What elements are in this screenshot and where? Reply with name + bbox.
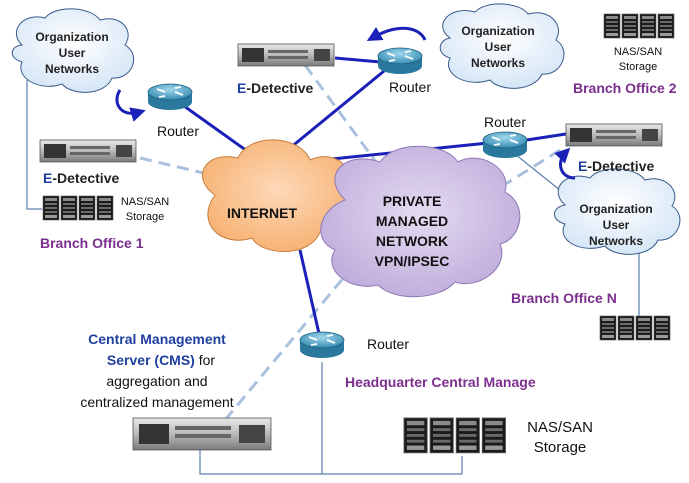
branch1-storage-line2: Storage [126,211,165,223]
branch2-office-label: Branch Office 2 [573,80,677,96]
branchN-edetective-prefix: E [578,158,587,174]
cms-line3: aggregation and [106,373,207,389]
branch2-edetective-rest: -Detective [246,80,313,96]
branch2-storage-rack-icon [603,13,675,39]
branch1-router-icon [147,83,193,111]
branch2-org-line1: Organization [461,24,534,38]
cms-line2-rest: for [195,352,216,368]
internet-cloud: INTERNET [202,139,355,252]
dashed-link-cms-private [223,269,352,421]
branchN-org-line2: User [603,218,630,232]
branchN-office-label: Branch Office N [511,290,617,306]
cms-line4: centralized management [80,394,233,410]
branch1-storage-rack-icon [42,195,114,221]
branch2-storage-line2: Storage [619,61,658,73]
internet-label: INTERNET [227,205,297,221]
link-routerN-org [509,149,567,196]
branch2-org-line2: User [485,40,512,54]
branch1-storage-line1: NAS/SAN [121,196,169,208]
branchN-edetective-rest: -Detective [587,158,654,174]
branchN-loop-arrow-icon [554,147,576,180]
hq-router-icon [299,331,345,359]
branch1-loop-arrow-icon [115,89,146,122]
private-network-cloud: PRIVATE MANAGED NETWORK VPN/IPSEC [320,145,521,298]
branch1-edetective-prefix: E [43,170,52,186]
hq-storage-rack-icon [403,417,507,454]
link-internet-hqrouter [298,249,322,339]
branchN-org-line3: Networks [589,234,643,248]
branch2-edetective-server-icon [237,43,335,67]
hq-router-label: Router [367,336,409,352]
private-network-line3: NETWORK [376,233,448,249]
cms-line2-strong: Server (CMS) [107,352,195,368]
branch1-org-network-cloud: Organization User Networks [11,8,135,93]
branch2-router-icon [377,47,423,75]
branch1-edetective-label: E-Detective [43,170,119,186]
branch2-edetective-label: E-Detective [237,80,313,96]
branch2-router-label: Router [389,79,431,95]
branch1-edetective-server-icon [39,139,137,163]
branch1-org-line3: Networks [45,62,99,76]
branch2-storage-line1: NAS/SAN [614,46,662,58]
branch2-org-network-cloud: Organization User Networks [439,3,565,89]
branchN-edetective-server-icon [565,123,663,147]
cms-line1: Central Management [88,331,226,347]
branch1-office-label: Branch Office 1 [40,235,144,251]
hq-storage-line2: Storage [534,439,587,456]
private-network-line4: VPN/IPSEC [375,253,450,269]
branch1-edetective-rest: -Detective [52,170,119,186]
branchN-org-line1: Organization [579,202,652,216]
link-edetective2-router2 [334,56,381,64]
branch2-edetective-prefix: E [237,80,246,96]
hq-storage-line1: NAS/SAN [527,419,593,436]
branch2-loop-arrow-icon [366,26,427,41]
branchN-edetective-label: E-Detective [578,158,654,174]
branch1-org-line2: User [59,46,86,60]
branchN-router-icon [482,131,528,159]
branch2-org-line3: Networks [471,56,525,70]
branchN-storage-rack-icon [599,315,671,341]
cms-server-icon [132,417,272,451]
link-branch1-storage [26,80,42,210]
link-hq-bus [199,450,463,475]
branch1-org-line1: Organization [35,30,108,44]
branchN-router-label: Router [484,114,526,130]
branch1-router-label: Router [157,123,199,139]
private-network-line2: MANAGED [376,213,448,229]
branchN-org-network-cloud: Organization User Networks [554,168,681,255]
private-network-line1: PRIVATE [383,193,442,209]
hq-title-label: Headquarter Central Manage [345,374,536,390]
link-routerN-edetectiveN [519,132,567,143]
cms-line2: Server (CMS) for [107,352,215,368]
